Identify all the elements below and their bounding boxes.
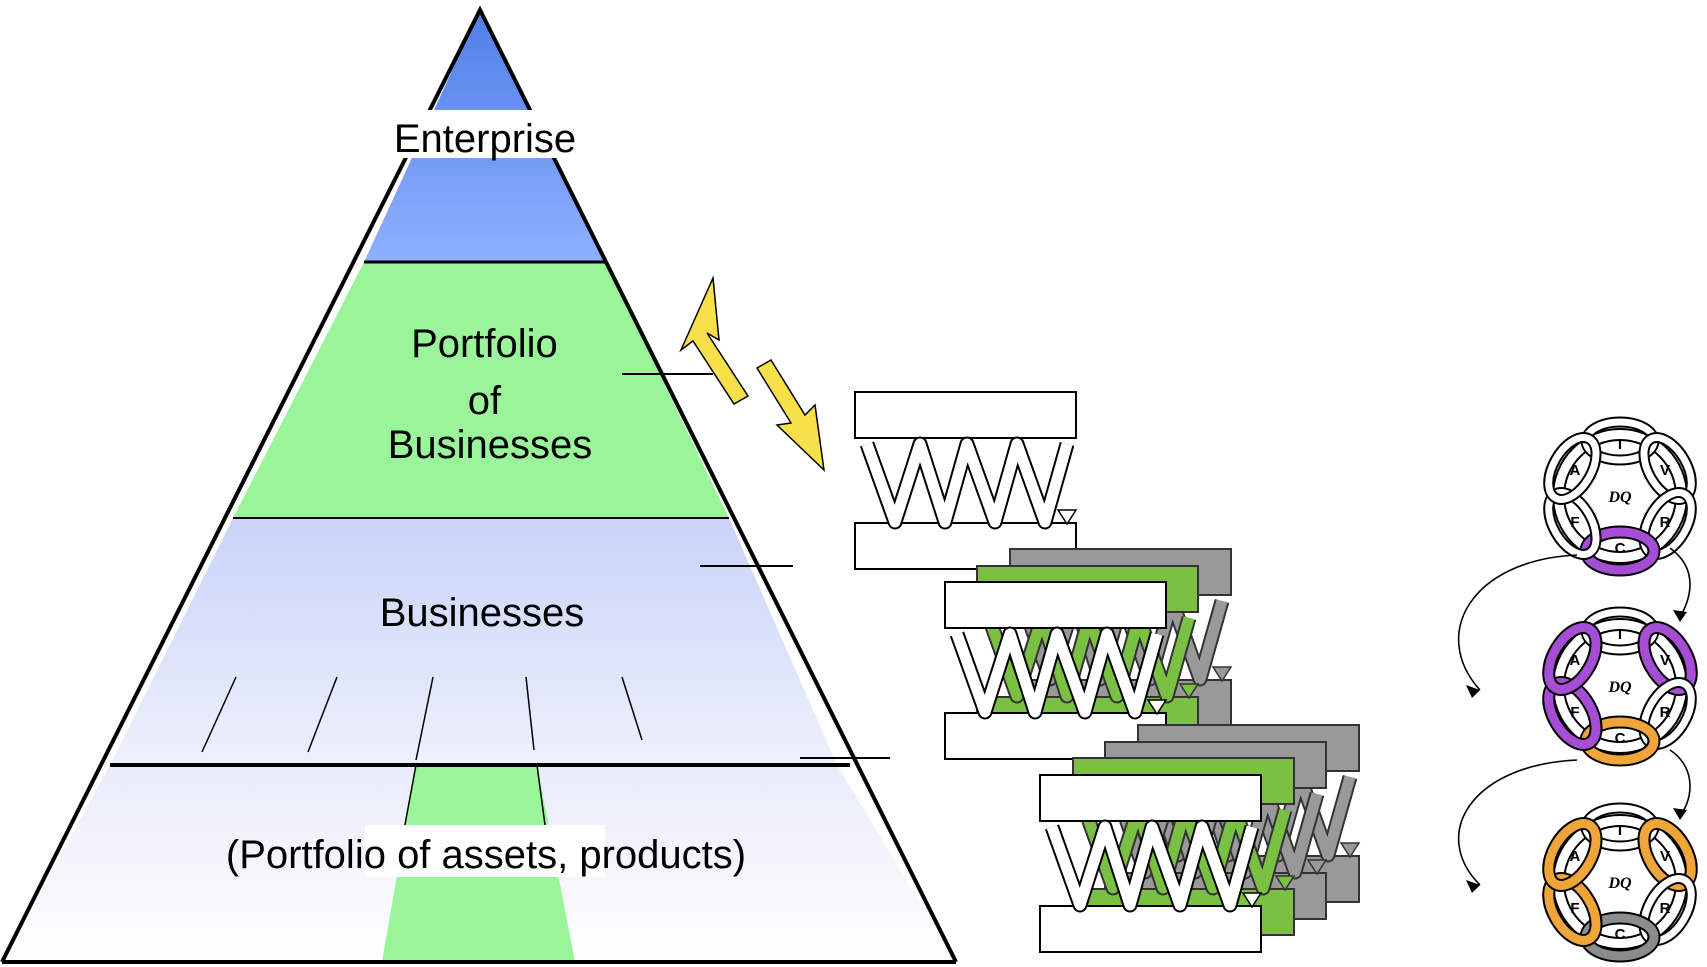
ring-letter-v: V [1660, 652, 1670, 669]
level-label-portfolio-of-businesses: Portfolio of Businesses [388, 322, 593, 467]
business-fan-lines [201, 676, 643, 761]
ring-center-label: DQ [1607, 489, 1632, 506]
ring-letter-a: A [1570, 848, 1581, 865]
level-label-enterprise: Enterprise [394, 117, 576, 161]
ring-letter-f: F [1570, 704, 1579, 721]
ring-letter-f: F [1570, 514, 1579, 531]
dq-ring-2: I V R C F A DQ [1542, 606, 1698, 767]
ring-letter-r: R [1660, 704, 1671, 721]
ring-letter-v: V [1660, 848, 1670, 865]
pyramid-level-portfolio-of-businesses [233, 262, 729, 518]
dq-ring-chain: I V R C F A DQ I V R C F A DQ I V R C F A DQ [1542, 416, 1698, 963]
assets-label-bg [365, 825, 605, 877]
dq-ring-3: I V R C F A DQ [1542, 802, 1698, 963]
cycle-unit-front [1039, 774, 1263, 953]
stripe-edge [536, 764, 546, 826]
ring-letter-f: F [1570, 900, 1579, 917]
ring-letter-r: R [1660, 900, 1671, 917]
leader-lines [622, 373, 890, 759]
cycle-stacks [854, 391, 1361, 953]
pyramid-level-businesses [110, 518, 837, 765]
ring-letter-v: V [1660, 462, 1670, 479]
dq-ring-1: I V R C F A DQ [1543, 416, 1697, 577]
ring-letter-r: R [1660, 514, 1671, 531]
ring-letter-a: A [1570, 652, 1581, 669]
ring-letter-i: I [1618, 822, 1622, 839]
level-label-businesses: Businesses [380, 591, 585, 635]
cycle-unit-front [854, 391, 1078, 570]
pyramid: Enterprise Portfolio of Businesses Busin… [0, 5, 958, 964]
ring-letter-i: I [1618, 436, 1622, 453]
level-label-assets-products: (Portfolio of assets, products) [226, 833, 746, 877]
stripe-edge [403, 764, 417, 831]
ring-letter-a: A [1570, 462, 1581, 479]
ring-center-label: DQ [1607, 679, 1632, 696]
ring-letter-c: C [1615, 730, 1626, 747]
ring-center-label: DQ [1607, 875, 1632, 892]
ring-letter-c: C [1615, 540, 1626, 557]
pyramid-outline [0, 5, 958, 963]
ring-letter-i: I [1618, 626, 1622, 643]
enterprise-label-bg [370, 110, 592, 158]
yellow-double-arrow [679, 275, 826, 473]
ring-connector-arrowheads [1466, 610, 1687, 893]
ring-letter-c: C [1615, 926, 1626, 943]
